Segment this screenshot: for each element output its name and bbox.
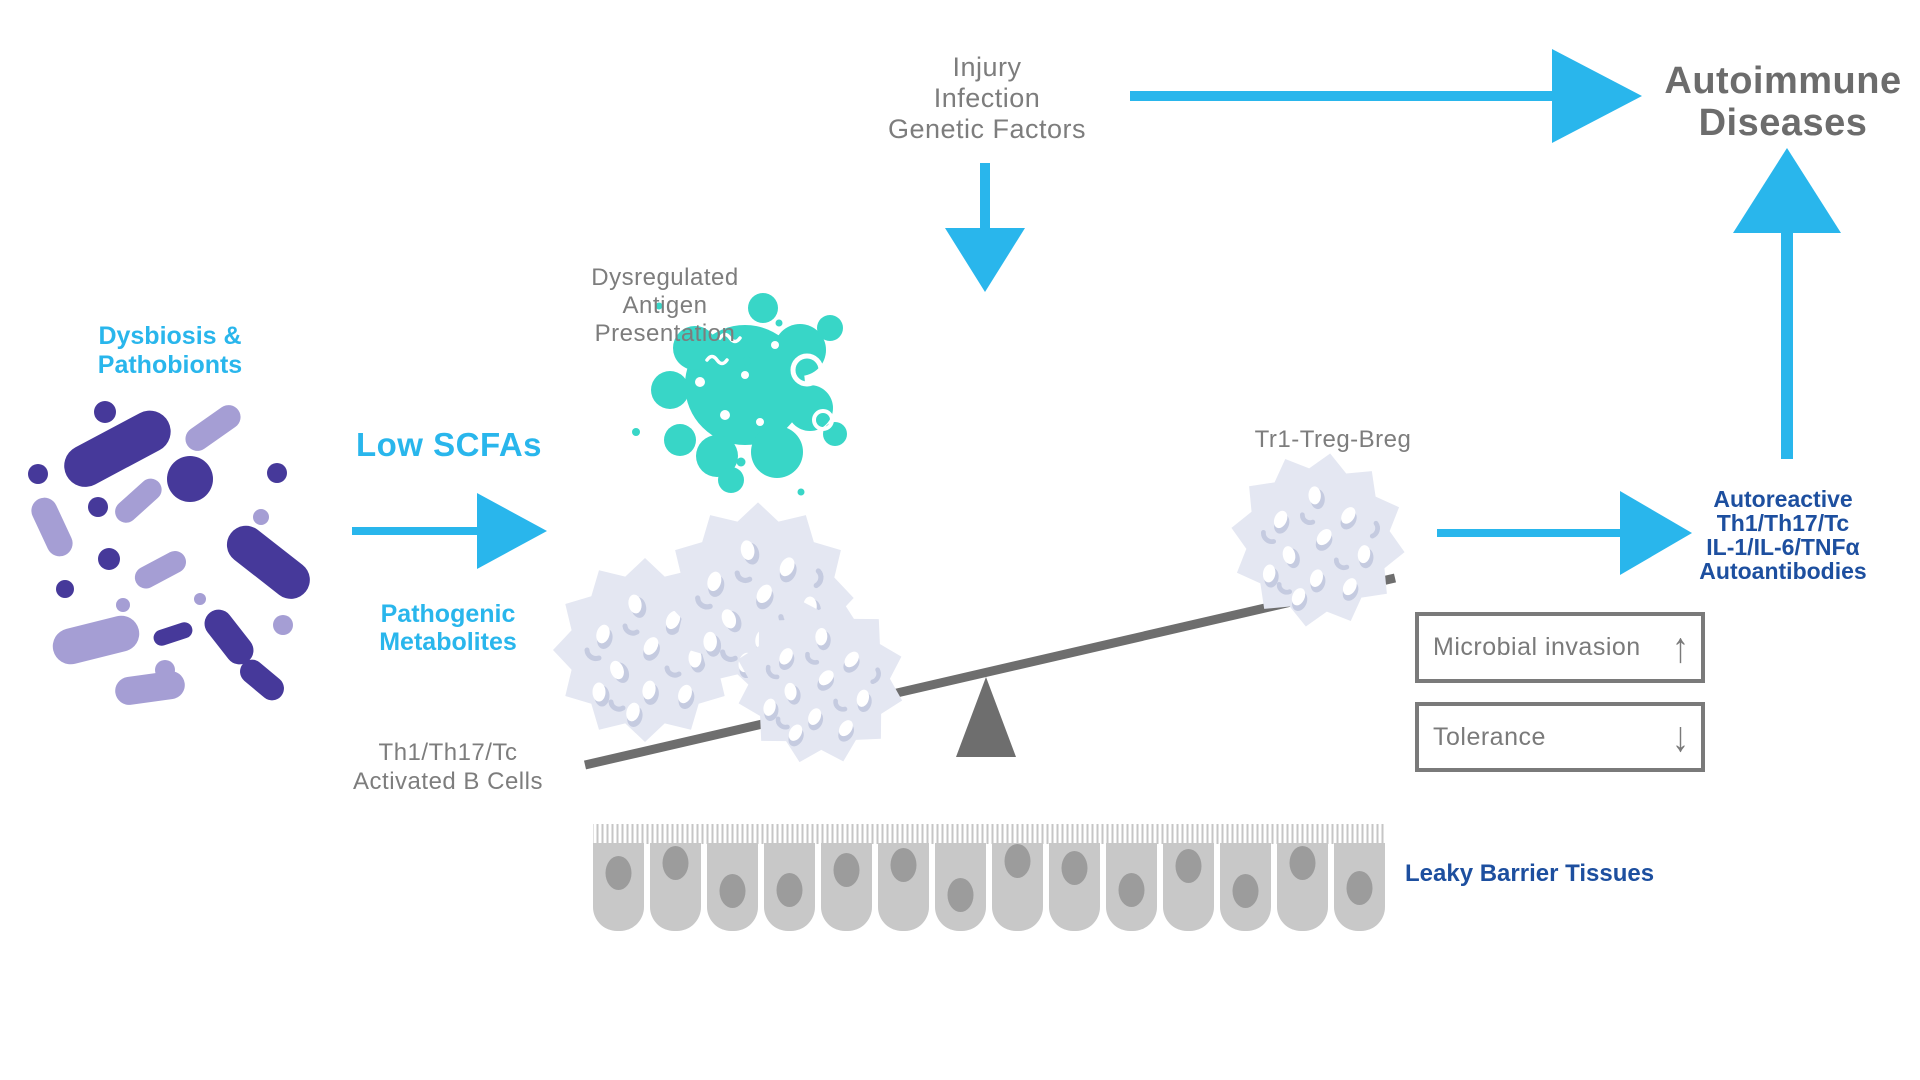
decrease-arrow-icon: ↓ xyxy=(1672,713,1689,761)
th1-th17-tc-line: Th1/Th17/Tc xyxy=(378,739,518,766)
leaky-barrier-label: Leaky Barrier Tissues xyxy=(1405,860,1655,887)
cytokines-line: IL-1/IL-6/TNFα xyxy=(1706,534,1860,560)
arrow-balance-to-autoreactive xyxy=(1437,491,1692,575)
increase-arrow-icon: ↑ xyxy=(1672,623,1689,672)
autoimmune-diseases-title: Autoimmune Diseases xyxy=(1664,60,1901,144)
pathogenic-line: Pathogenic xyxy=(380,600,516,628)
activated-bcells-line: Activated B Cells xyxy=(353,768,543,795)
dysregulated-line: Dysregulated xyxy=(591,264,739,291)
tolerance-label: Tolerance xyxy=(1433,722,1546,751)
seesaw-balance-icon xyxy=(583,573,1397,770)
autoantibodies-line: Autoantibodies xyxy=(1699,558,1867,584)
genetic-factors-line: Genetic Factors xyxy=(887,114,1087,144)
dysbiosis-line: Dysbiosis & xyxy=(98,322,242,350)
arrow-autoreactive-up xyxy=(1733,148,1841,459)
metabolites-line: Metabolites xyxy=(379,628,517,656)
arrow-dysbiosis-to-balance xyxy=(352,493,547,569)
dysbiosis-pathobionts-label: Dysbiosis & Pathobionts xyxy=(98,322,242,380)
th-subsets-line: Th1/Th17/Tc xyxy=(1716,510,1850,536)
autoreactive-line: Autoreactive xyxy=(1713,486,1853,512)
th-activated-bcells-label: Th1/Th17/Tc Activated B Cells xyxy=(353,738,543,796)
th-effector-cells-icon xyxy=(553,502,923,782)
presentation-line: Presentation xyxy=(594,320,736,347)
infection-line: Infection xyxy=(933,83,1041,113)
arrow-factors-down xyxy=(945,163,1025,292)
flow-arrows xyxy=(352,49,1841,575)
autoimmune-line: Autoimmune xyxy=(1664,60,1902,102)
epithelial-barrier-icon xyxy=(593,824,1385,931)
dysregulated-antigen-label: Dysregulated Antigen Presentation xyxy=(591,264,738,348)
arrow-factors-to-autoimmune xyxy=(1130,49,1642,143)
pathobionts-line: Pathobionts xyxy=(97,351,243,379)
microbial-invasion-box: Microbial invasion ↑ xyxy=(1415,612,1705,683)
antigen-line: Antigen xyxy=(622,292,708,319)
injury-line: Injury xyxy=(952,52,1022,82)
purple-microbe-cluster-icon xyxy=(28,401,310,705)
injury-factors-label: Injury Infection Genetic Factors xyxy=(888,52,1086,145)
tolerance-box: Tolerance ↓ xyxy=(1415,702,1705,772)
pathogenic-metabolites-label: Pathogenic Metabolites xyxy=(379,600,517,656)
tr1-treg-breg-label: Tr1-Treg-Breg xyxy=(1254,426,1412,453)
low-scfas-label: Low SCFAs xyxy=(355,426,543,463)
diseases-line: Diseases xyxy=(1698,102,1868,144)
teal-microbe-splat-icon xyxy=(632,293,847,496)
autoreactive-label: Autoreactive Th1/Th17/Tc IL-1/IL-6/TNFα … xyxy=(1699,487,1866,583)
microbial-invasion-label: Microbial invasion xyxy=(1433,633,1641,661)
